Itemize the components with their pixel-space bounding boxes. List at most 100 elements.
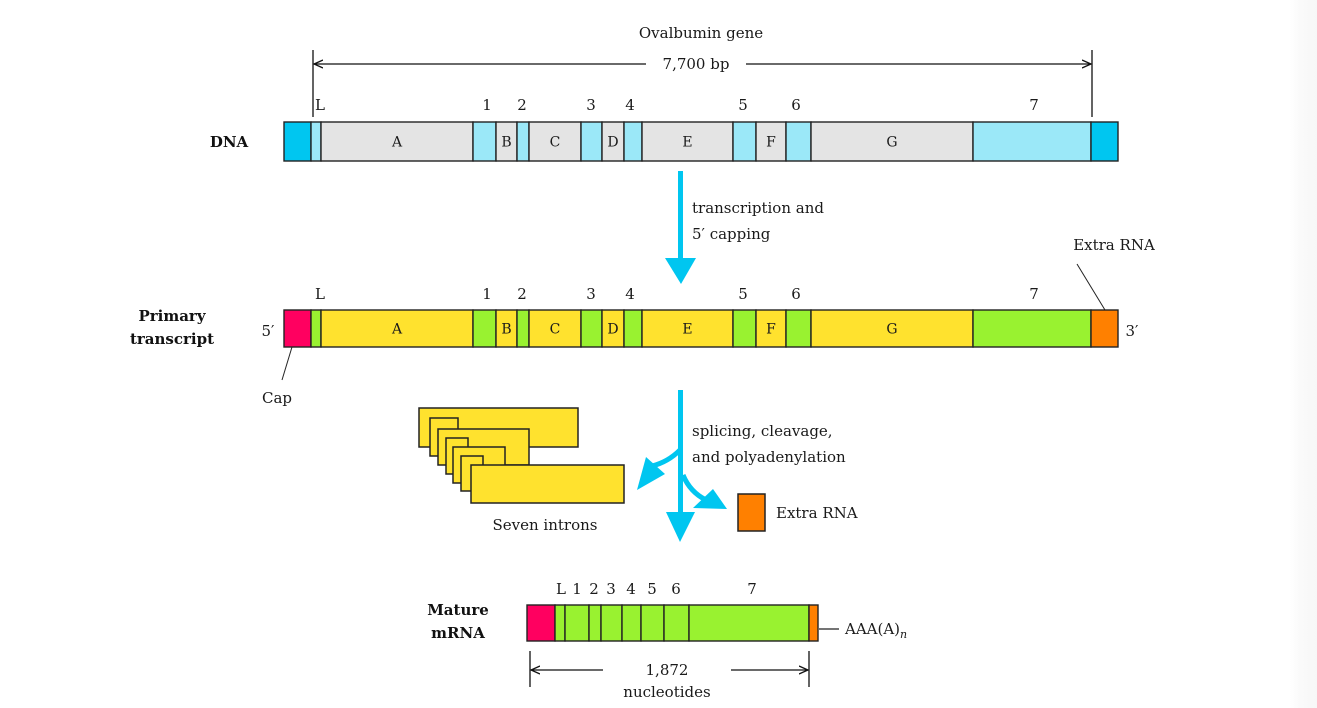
mature-exon-label: 4 (626, 580, 636, 598)
mature-segment-exon (554, 604, 566, 642)
mrna-length-unit: nucleotides (623, 683, 710, 701)
splicing-arrows (637, 390, 727, 542)
transcription-arrow-shaft (678, 171, 683, 266)
mature-exon-label: L (556, 580, 566, 598)
seven-introns-stack (418, 407, 625, 504)
transcription-arrow-head (665, 258, 696, 284)
dna-segment-exon (516, 121, 530, 162)
primary-transcript-label-line1: Primary (138, 307, 206, 325)
mature-exon-label: 3 (606, 580, 616, 598)
primary-exon-label: 1 (482, 285, 492, 303)
mature-exon-label: 2 (589, 580, 599, 598)
primary-segment-exon (972, 309, 1092, 348)
dna-segment-intron (320, 121, 474, 162)
dna-intron-label: D (607, 135, 618, 151)
primary-segment-exon (580, 309, 603, 348)
dna-intron-label: E (682, 135, 692, 151)
mature-segment-extra (808, 604, 819, 642)
primary-segment-intron (755, 309, 787, 348)
dna-intron-label: A (391, 135, 403, 151)
extra-rna-callout-line (1076, 263, 1106, 311)
transcription-arrow (665, 171, 696, 284)
dna-exon-label: 4 (625, 96, 635, 114)
dna-exon-label: 2 (517, 96, 527, 114)
dna-exon-label: 6 (791, 96, 801, 114)
mature-exon-label: 7 (747, 580, 757, 598)
dna-segment-exon (972, 121, 1092, 162)
mature-segment-cap (526, 604, 556, 642)
poly-a-subscript: n (900, 628, 907, 641)
primary-segment-intron (641, 309, 734, 348)
poly-a-text: AAA(A) (844, 620, 900, 638)
cap-callout-line (281, 346, 293, 381)
primary-intron-label: D (607, 322, 618, 338)
primary-intron-label: F (766, 322, 776, 338)
mature-mrna-bar (526, 604, 819, 642)
dna-segment-intron (755, 121, 787, 162)
dna-segment-exon (732, 121, 757, 162)
dna-exon-label: 1 (482, 96, 492, 114)
gene-length-annotation: Ovalbumin gene 7,700 bp (312, 24, 1093, 117)
extra-rna-fragment (737, 493, 766, 532)
mature-segment-exon (640, 604, 665, 642)
primary-segment-exon (516, 309, 530, 348)
gene-length-label: 7,700 bp (663, 55, 730, 73)
primary-exon-label: 7 (1029, 285, 1039, 303)
primary-segment-cap (283, 309, 312, 348)
primary-segment-exon (472, 309, 497, 348)
dna-exon-label: 5 (738, 96, 748, 114)
transcription-label-line1: transcription and (692, 199, 824, 217)
primary-intron-label: E (682, 322, 692, 338)
dna-segment-exon (785, 121, 812, 162)
splicing-label-line2: and polyadenylation (692, 448, 846, 466)
dna-segment-intron (528, 121, 582, 162)
splicing-arrow-head-left (637, 457, 665, 490)
mature-segment-exon (621, 604, 642, 642)
dna-intron-label: C (550, 135, 561, 151)
intron-fragment (470, 464, 625, 504)
primary-intron-label: G (886, 322, 897, 338)
dna-segment-exon (472, 121, 497, 162)
mature-exon-label: 6 (671, 580, 681, 598)
primary-segment-exon (732, 309, 757, 348)
extra-rna-fragment-label: Extra RNA (776, 504, 858, 522)
dna-exon-labels: L 1 2 3 4 5 6 7 (315, 96, 1039, 114)
primary-exon-label: 4 (625, 285, 635, 303)
dna-intron-label: F (766, 135, 776, 151)
mature-exon-label: 1 (572, 580, 582, 598)
dna-segment-end (283, 121, 312, 162)
mature-segment-exon (663, 604, 690, 642)
dna-exon-label: 7 (1029, 96, 1039, 114)
mrna-length-value: 1,872 (646, 661, 689, 679)
dna-intron-label: B (501, 135, 511, 151)
dna-exon-label: L (315, 96, 325, 114)
gene-name-label: Ovalbumin gene (639, 24, 763, 42)
five-prime-label: 5′ (262, 322, 276, 340)
three-prime-label: 3′ (1126, 322, 1140, 340)
splicing-arrow-branch-left (651, 448, 682, 469)
dna-segment-intron (641, 121, 734, 162)
splicing-arrow-head-right (693, 489, 727, 509)
primary-segment-exon (785, 309, 812, 348)
primary-segment-extra (1090, 309, 1119, 348)
dna-segment-end (1090, 121, 1119, 162)
mrna-length-annotation: 1,872 nucleotides (529, 651, 810, 701)
extra-rna-callout-label: Extra RNA (1073, 236, 1155, 254)
transcription-label-line2: 5′ capping (692, 225, 771, 243)
dna-exon-label: 3 (586, 96, 596, 114)
splicing-arrow-branch-right (680, 473, 708, 503)
mature-segment-exon (688, 604, 810, 642)
poly-a-tail-label: AAA(A)n (844, 620, 907, 641)
splicing-arrow-shaft (678, 390, 683, 518)
mature-mrna-label-line1: Mature (427, 601, 489, 619)
primary-exon-label: L (315, 285, 325, 303)
primary-intron-label: B (501, 322, 511, 338)
cap-callout-label: Cap (262, 389, 292, 407)
dna-segment-exon (310, 121, 322, 162)
splicing-arrow-head-down (666, 512, 695, 542)
primary-intron-label: C (550, 322, 561, 338)
primary-segment-exon (623, 309, 643, 348)
primary-transcript-label-line2: transcript (130, 330, 214, 348)
